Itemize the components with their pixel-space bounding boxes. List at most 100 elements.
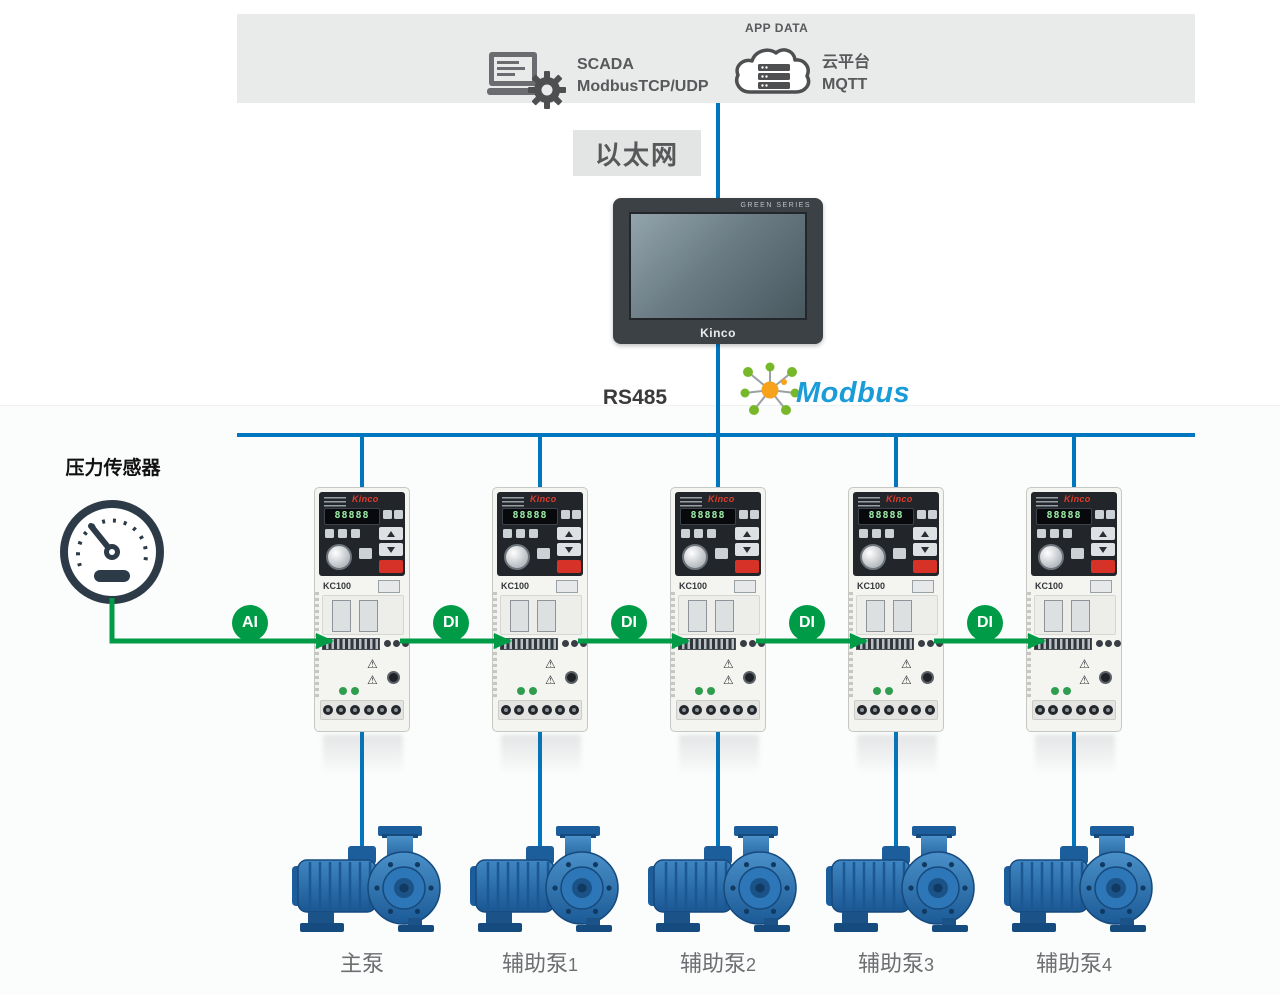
drive-knob [504, 544, 530, 570]
drive-reflection [323, 735, 403, 781]
warning-icon: ⚠ [1079, 673, 1090, 687]
drive-model-label: KC100 [857, 581, 886, 591]
drive-io-section [678, 595, 760, 635]
drive-button [681, 529, 690, 538]
drive-terminal-strip [1034, 638, 1092, 650]
drive-button [885, 529, 894, 538]
pump-label: 辅助泵4 [984, 946, 1164, 978]
drive-button [325, 529, 334, 538]
drive-io-connector [359, 600, 378, 632]
pump-label: 辅助泵3 [806, 946, 986, 978]
drive-button [572, 510, 581, 519]
drive-label-text [680, 497, 702, 507]
drive-round-connector [743, 671, 756, 684]
drive-button [872, 529, 881, 538]
hmi-series-label: GREEN SERIES [740, 202, 811, 209]
drive-terminal [749, 640, 756, 647]
drive-io-connector [510, 600, 529, 632]
vfd-drive: Kinco 88888 KC100 [1026, 487, 1122, 781]
di-signal-badge: DI [789, 605, 825, 641]
drive-button [338, 529, 347, 538]
drive-label-text [858, 497, 880, 507]
drive-io-section [322, 595, 404, 635]
drive-connector [556, 580, 578, 593]
pump-number: 2 [746, 955, 757, 975]
drive-front-panel: Kinco 88888 [675, 492, 761, 576]
drive-connector [912, 580, 934, 593]
centrifugal-pump-icon [648, 826, 797, 932]
drive-up-button [1091, 527, 1115, 540]
drive-earth-terminal [885, 687, 893, 695]
drive-button [1106, 510, 1115, 519]
centrifugal-pump-icon [826, 826, 975, 932]
drive-heatsink-fins [1027, 592, 1031, 698]
drive-earth-terminal [1063, 687, 1071, 695]
pressure-sensor-label: 压力传感器 [65, 458, 161, 479]
drive-io-connector [537, 600, 556, 632]
drive-earth-terminal [707, 687, 715, 695]
drive-button [516, 529, 525, 538]
modbus-logo-text: Modbus [796, 377, 911, 409]
pump: 辅助泵4 [1004, 818, 1164, 976]
warning-icon: ⚠ [1079, 657, 1090, 671]
drive-button [893, 548, 906, 559]
drive-knob [1038, 544, 1064, 570]
drive-run-button [1091, 560, 1115, 573]
drive-terminal-strip [678, 638, 736, 650]
drive-model-label: KC100 [323, 581, 352, 591]
pump: 辅助泵2 [648, 818, 808, 976]
drive-button [383, 510, 392, 519]
drive-button [537, 548, 550, 559]
drive-button [859, 529, 868, 538]
warning-icon: ⚠ [545, 673, 556, 687]
warning-icon: ⚠ [545, 657, 556, 671]
drive-heatsink-fins [315, 592, 319, 698]
di-signal-badge: DI [611, 605, 647, 641]
scada-text: SCADA ModbusTCP/UDP [577, 54, 709, 98]
drive-button [1063, 529, 1072, 538]
drive-brand-label: Kinco [886, 494, 913, 504]
drive-button [694, 529, 703, 538]
vfd-drive: Kinco 88888 KC100 [314, 487, 410, 781]
drive-terminal-strip [500, 638, 558, 650]
drive-terminal [1114, 640, 1121, 647]
app-data-label: APP DATA [745, 21, 809, 35]
pump-number: 3 [924, 955, 935, 975]
drive-io-connector [715, 600, 734, 632]
drive-terminal [1105, 640, 1112, 647]
drive-reflection [501, 735, 581, 781]
drive-front-panel: Kinco 88888 [497, 492, 583, 576]
centrifugal-pump-icon [292, 826, 441, 932]
drive-button [715, 548, 728, 559]
ai-signal-badge: AI [232, 605, 268, 641]
drive-terminal [758, 640, 765, 647]
drive-brand-label: Kinco [708, 494, 735, 504]
drive-run-button [557, 560, 581, 573]
drive-reflection [679, 735, 759, 781]
pump: 主泵 [292, 818, 452, 976]
drive-button [351, 529, 360, 538]
drive-down-button [913, 543, 937, 556]
drive-power-terminals [1032, 700, 1116, 720]
drive-brand-label: Kinco [352, 494, 379, 504]
drive-down-button [1091, 543, 1115, 556]
drive-terminal [927, 640, 934, 647]
pump-number: 1 [568, 955, 579, 975]
drive-up-button [913, 527, 937, 540]
modbus-network-icon [740, 362, 800, 415]
hmi-brand-label: Kinco [700, 326, 736, 340]
drive-earth-terminal [695, 687, 703, 695]
drive-terminal [393, 640, 400, 647]
drive-button [1050, 529, 1059, 538]
drive-led-display: 88888 [1036, 508, 1092, 525]
drive-button [1071, 548, 1084, 559]
drive-io-connector [893, 600, 912, 632]
drive-run-button [735, 560, 759, 573]
drive-down-button [557, 543, 581, 556]
centrifugal-pump-icon [1004, 826, 1153, 932]
drive-terminal [936, 640, 943, 647]
drive-front-panel: Kinco 88888 [1031, 492, 1117, 576]
drive-brand-label: Kinco [530, 494, 557, 504]
warning-icon: ⚠ [723, 657, 734, 671]
